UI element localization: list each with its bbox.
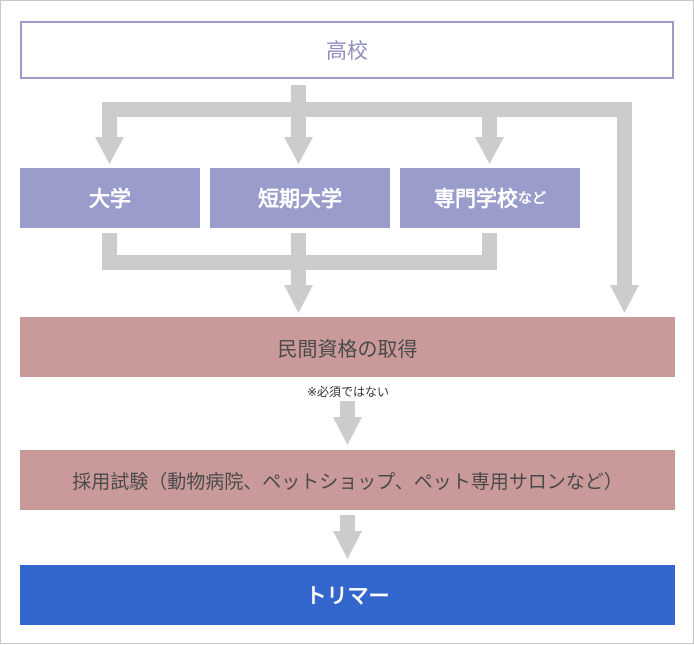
connector-right-long <box>617 102 632 287</box>
arrowhead-exam <box>333 417 362 445</box>
node-employment-exam: 採用試験（動物病院、ペットショップ、ペット専用サロンなど） <box>20 450 675 510</box>
node-private-license: 民間資格の取得 <box>20 317 675 377</box>
node-high-school-label: 高校 <box>326 39 368 63</box>
arrowhead-trimmer <box>333 531 362 559</box>
arrowhead-university <box>95 137 124 164</box>
node-university: 大学 <box>20 168 200 228</box>
node-vocational-suffix: など <box>518 191 546 207</box>
node-private-license-label: 民間資格の取得 <box>277 336 418 361</box>
node-high-school: 高校 <box>20 21 674 79</box>
node-junior-college-label: 短期大学 <box>258 187 342 211</box>
node-trimmer: トリマー <box>20 565 675 625</box>
connector-to-vocational <box>482 102 497 139</box>
node-trimmer-label: トリマー <box>305 584 390 608</box>
connector-to-junior <box>291 102 306 139</box>
connector-branch <box>102 102 632 117</box>
arrowhead-license <box>284 285 313 313</box>
arrowhead-vocational <box>475 137 504 164</box>
connector-exam-trimmer <box>340 515 355 533</box>
node-vocational-school: 専門学校など <box>400 168 580 228</box>
node-employment-exam-label: 採用試験（動物病院、ペットショップ、ペット専用サロンなど） <box>72 470 623 493</box>
connector-license-exam <box>340 401 355 419</box>
connector-merge-down <box>291 255 306 287</box>
optional-note: ※必須ではない <box>306 385 390 399</box>
arrowhead-right-license <box>610 285 639 313</box>
arrowhead-junior <box>284 137 313 164</box>
node-vocational-school-label: 専門学校 <box>434 187 518 211</box>
node-junior-college: 短期大学 <box>210 168 390 228</box>
node-university-label: 大学 <box>89 187 131 211</box>
connector-to-university <box>102 102 117 139</box>
